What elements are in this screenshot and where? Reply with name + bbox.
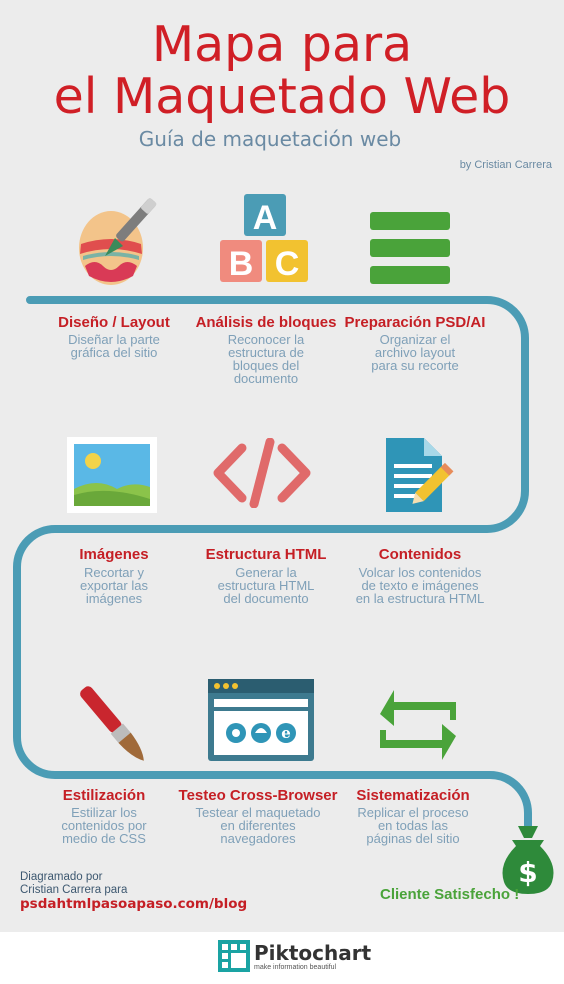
step-title-diseno: Diseño / Layout <box>58 314 170 331</box>
svg-text:$: $ <box>518 856 537 889</box>
svg-text:B: B <box>229 245 254 283</box>
step-title-imagenes: Imágenes <box>79 546 149 563</box>
piktochart-tagline: make information beautiful <box>254 964 337 971</box>
title-line-1: Mapa para <box>151 16 413 73</box>
browser-window-icon: e <box>208 679 314 761</box>
piktochart-brand[interactable]: Piktochart <box>254 941 372 965</box>
piktochart-bar <box>0 932 564 984</box>
step-title-analisis: Análisis de bloques <box>195 314 337 331</box>
byline: by Cristian Carrera <box>459 159 552 171</box>
title-line-2: el Maquetado Web <box>53 68 511 125</box>
image-icon <box>67 437 157 513</box>
step-title-preparacion: Preparación PSD/AI <box>344 314 486 331</box>
piktochart-logo-icon <box>218 940 250 972</box>
document-pencil-icon <box>386 438 454 512</box>
abc-blocks-icon: A B C <box>220 194 308 283</box>
blog-link[interactable]: psdahtmlpasoapaso.com/blog <box>20 896 248 912</box>
step-title-estilizacion: Estilización <box>62 787 146 804</box>
cliente-satisfecho: Cliente Satisfecho ! <box>380 886 520 903</box>
svg-text:e: e <box>281 724 291 742</box>
subtitle: Guía de maquetación web <box>138 127 402 151</box>
money-bag-icon: $ <box>502 826 554 894</box>
egg-paintbrush-icon <box>79 198 157 285</box>
svg-text:C: C <box>275 245 300 283</box>
credit-note: Diagramado por Cristian Carrera para <box>20 871 128 896</box>
layers-icon <box>370 212 450 284</box>
code-brackets-icon <box>213 438 311 508</box>
refresh-arrows-icon <box>380 690 456 760</box>
step-title-contenidos: Contenidos <box>378 546 462 563</box>
step-title-estructura: Estructura HTML <box>205 546 327 563</box>
paintbrush-icon <box>80 686 144 761</box>
step-title-testeo: Testeo Cross-Browser <box>178 787 338 804</box>
svg-text:A: A <box>253 199 278 237</box>
step-title-sistematizacion: Sistematización <box>356 787 470 804</box>
